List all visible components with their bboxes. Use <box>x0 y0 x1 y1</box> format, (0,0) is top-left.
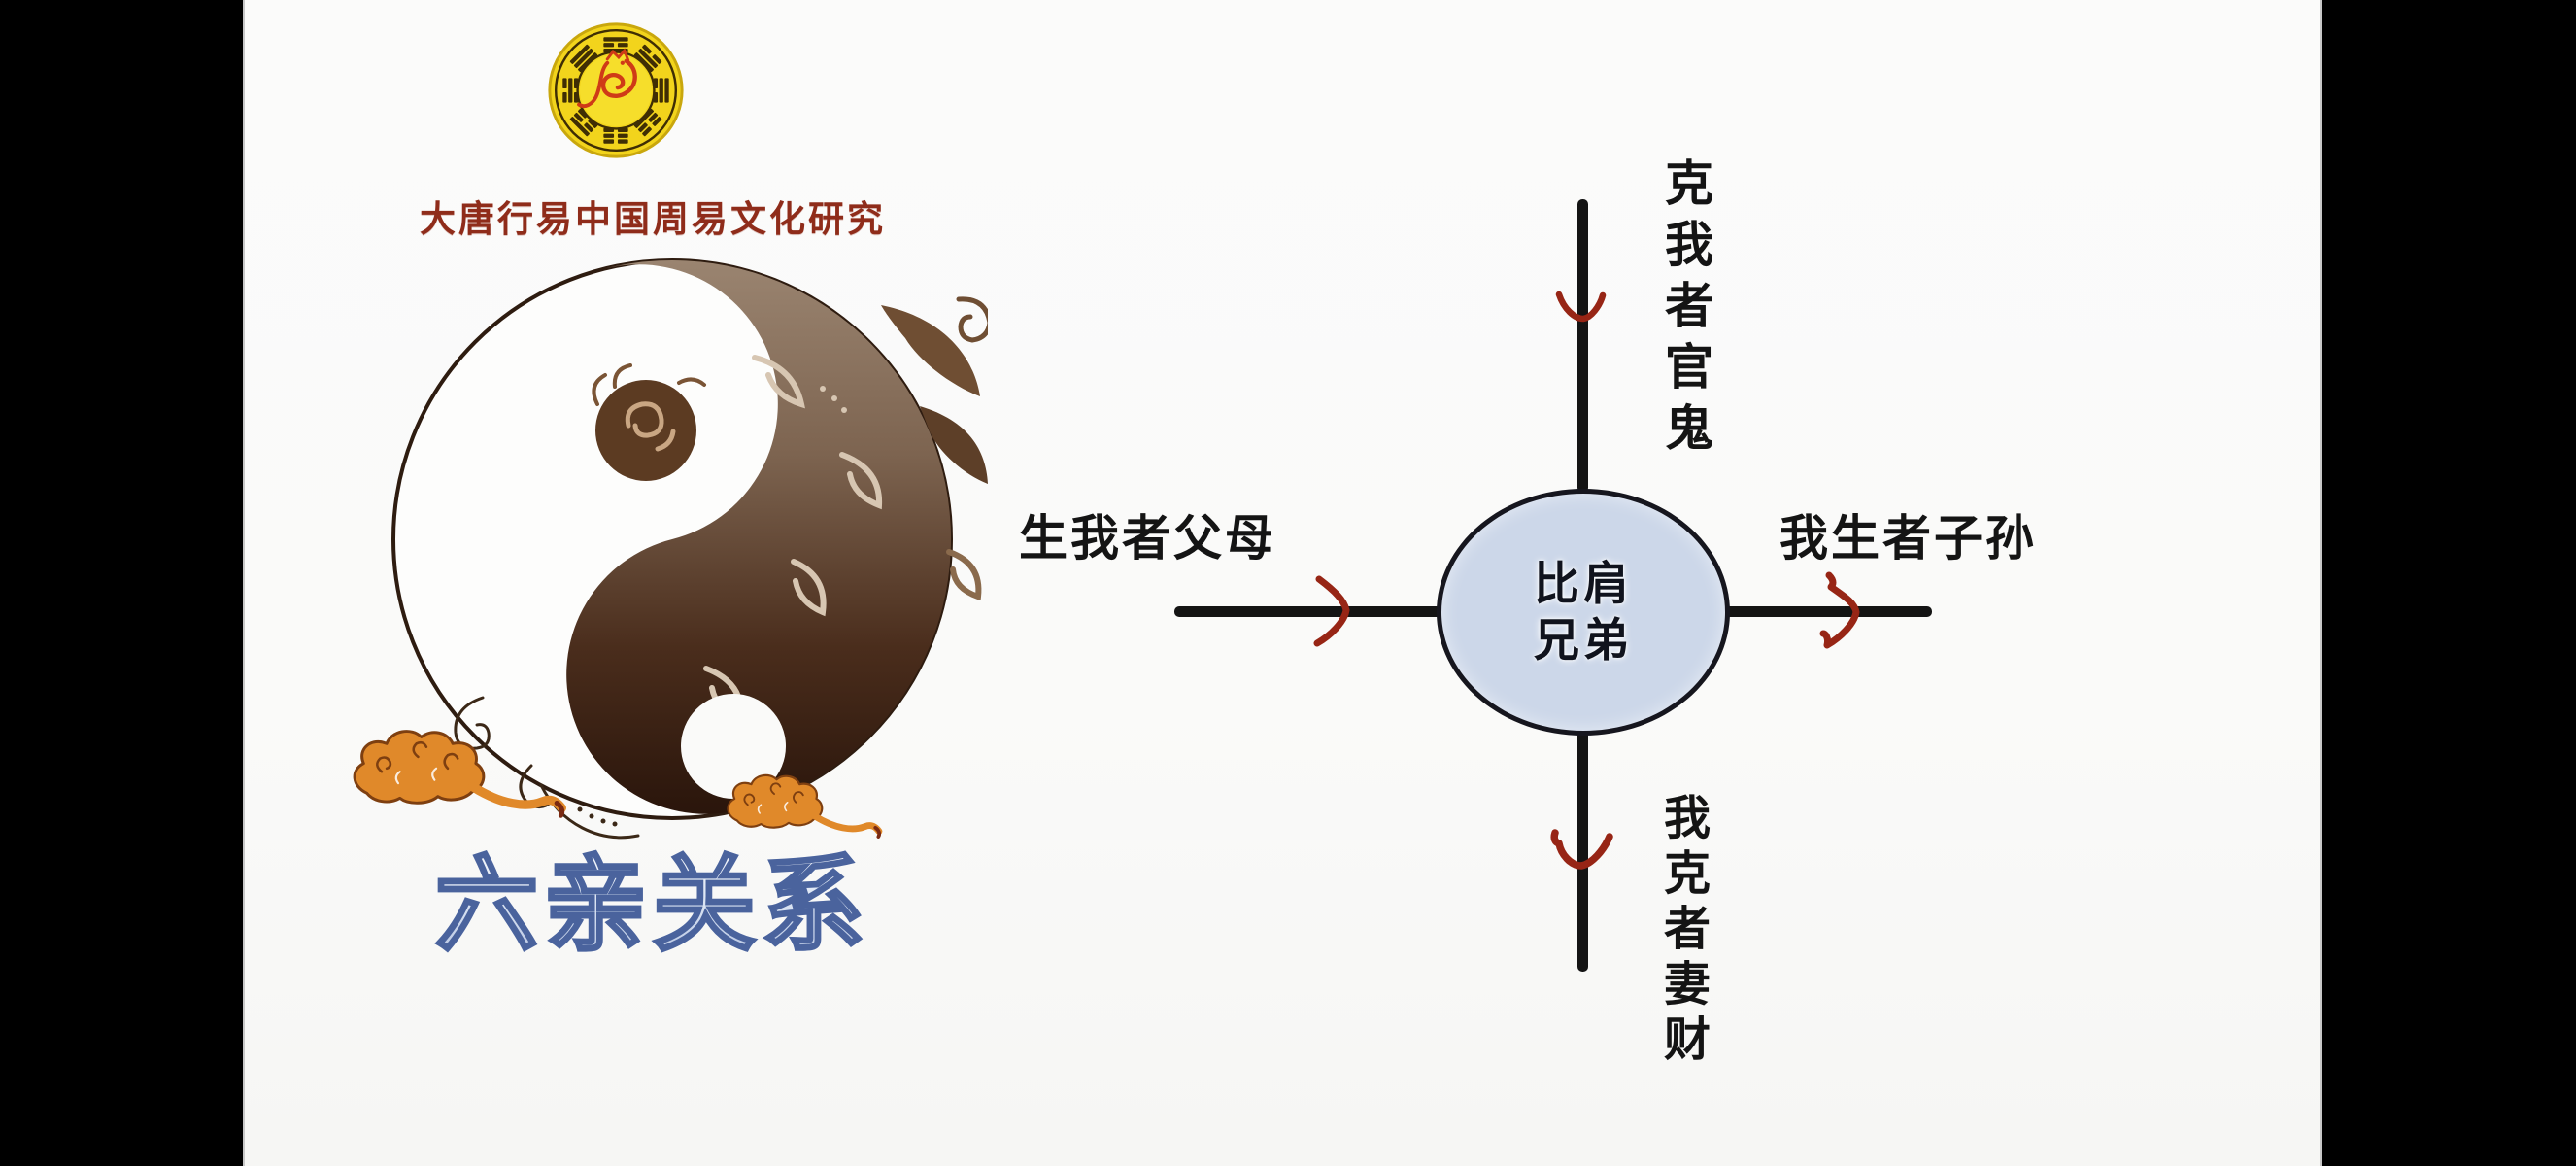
slide-canvas: 大唐行易中国周易文化研究 <box>243 0 2322 1166</box>
label-wo-ke-zhe: 我克者妻财 <box>1656 793 1708 1070</box>
dragon-glyph-icon <box>577 48 637 109</box>
center-node-label-line1: 比肩 <box>1534 558 1633 609</box>
center-node-label-line2: 兄弟 <box>1534 614 1633 666</box>
arrow-down-icon <box>1555 291 1607 323</box>
arrow-down-icon <box>1550 829 1613 870</box>
bagua-emblem-icon <box>548 22 684 158</box>
label-wo-sheng-zhe: 我生者子孙 <box>1779 511 2037 566</box>
diagram-line-bottom <box>1577 731 1588 972</box>
diagram-line-top <box>1577 199 1588 493</box>
diagram-line-right <box>1722 606 1932 617</box>
yinyang-ornamental-icon <box>337 258 988 873</box>
page-title: 六亲关系 <box>433 843 870 968</box>
org-name-text: 大唐行易中国周易文化研究 <box>420 200 886 240</box>
diagram-line-left <box>1174 606 1444 617</box>
label-sheng-wo-zhe: 生我者父母 <box>1019 511 1276 566</box>
label-ke-wo-zhe: 克我者官鬼 <box>1658 157 1712 463</box>
arrow-right-icon <box>1313 575 1350 647</box>
arrow-right-icon <box>1819 571 1860 649</box>
center-node: 比肩 兄弟 <box>1437 489 1730 736</box>
